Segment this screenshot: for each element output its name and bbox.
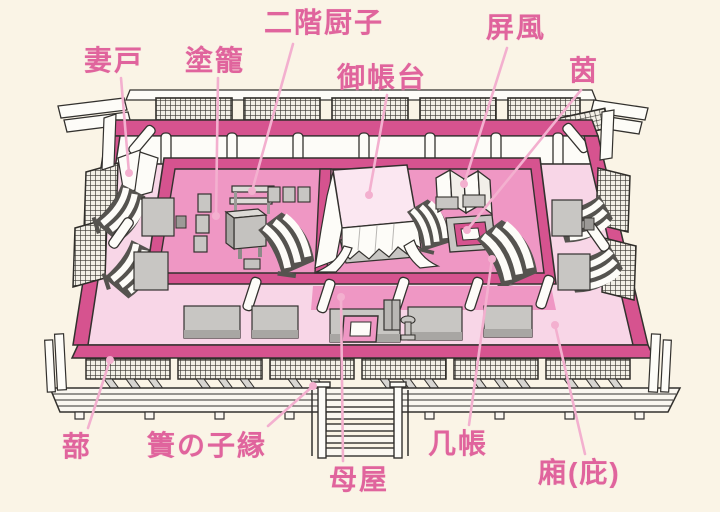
label-shitomi: 蔀 — [62, 431, 93, 462]
stand-and-pedestal — [383, 299, 416, 341]
leader-dots — [106, 169, 559, 390]
label-moya: 母屋 — [329, 464, 390, 495]
label-nikai-zushi: 二階厨子 — [264, 7, 385, 38]
label-tsumado: 妻戸 — [84, 45, 145, 76]
label-shitone: 茵 — [569, 55, 600, 86]
sunoko-veranda — [44, 333, 682, 420]
stairs — [311, 381, 409, 459]
top-beam — [104, 119, 600, 137]
label-hisashi: 廂(庇) — [538, 457, 621, 488]
label-nurigome: 塗籠 — [185, 45, 246, 76]
label-kicho: 几帳 — [428, 428, 489, 459]
label-sunokoen: 簀の子縁 — [147, 430, 268, 461]
chest — [224, 208, 268, 270]
south-aisle — [311, 286, 556, 310]
label-byobu: 屏風 — [486, 12, 547, 43]
low-tables — [435, 194, 486, 210]
corner-door-right — [599, 109, 615, 161]
brazier — [341, 315, 379, 343]
leader-lines — [86, 42, 587, 463]
label-michodai: 御帳台 — [337, 62, 428, 93]
front-beam — [70, 344, 656, 359]
tsumado-door — [101, 113, 159, 198]
